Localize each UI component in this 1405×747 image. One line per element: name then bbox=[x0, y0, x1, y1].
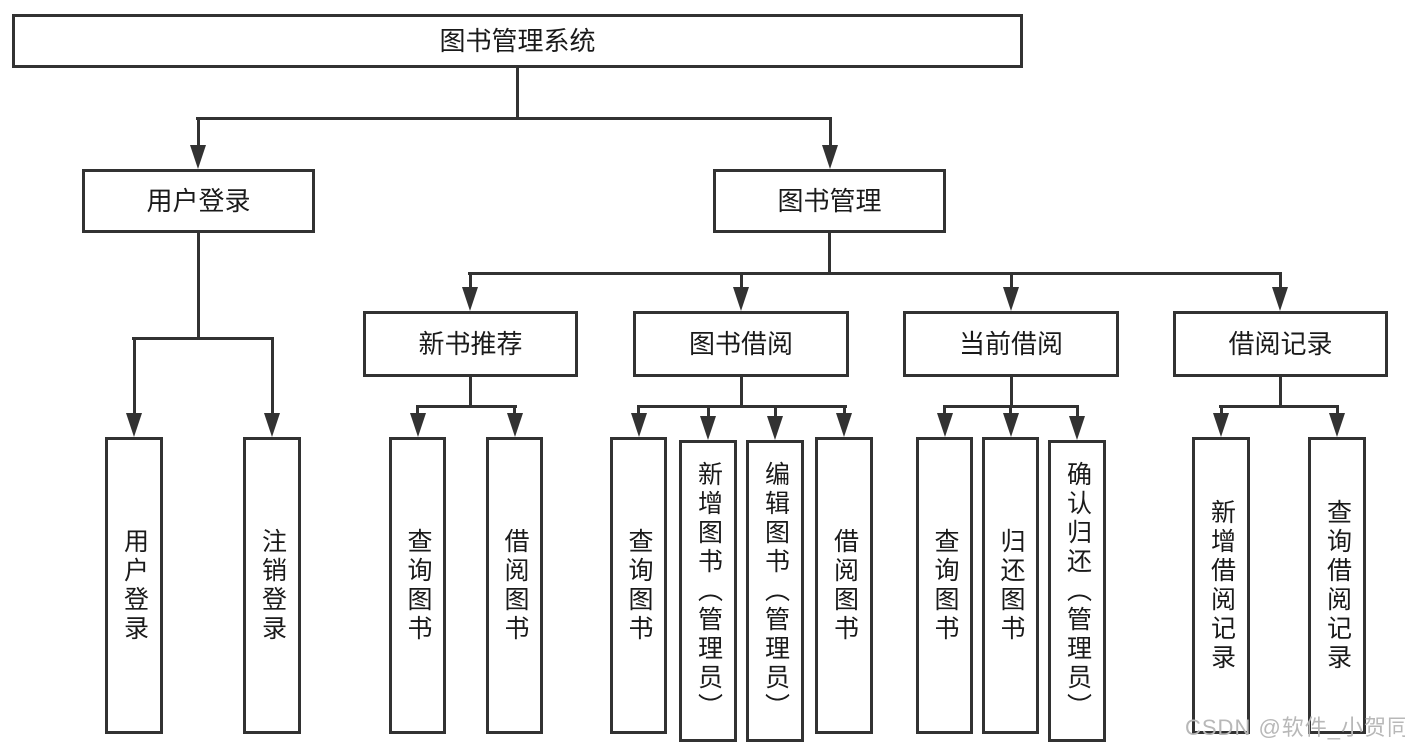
arrowhead-userlogin bbox=[190, 145, 206, 169]
connector-borrow-bar bbox=[637, 405, 847, 408]
connector-current-stem bbox=[1010, 377, 1013, 408]
connector-curconfirm-drop bbox=[1076, 405, 1079, 417]
leaf-newbooks-borrow: 借阅图书 bbox=[486, 437, 543, 734]
connector-recadd-drop bbox=[1220, 405, 1223, 417]
leaf-records-add: 新增借阅记录 bbox=[1192, 437, 1250, 734]
arrowhead-bwadd bbox=[700, 416, 716, 440]
arrowhead-curreturn bbox=[1003, 413, 1019, 437]
connector-newbooks-bar bbox=[416, 405, 517, 408]
connector-login-drop bbox=[133, 337, 136, 417]
csdn-watermark: CSDN @软件_小贺同学 bbox=[1185, 715, 1405, 740]
connector-records-drop bbox=[1279, 272, 1282, 290]
connector-curreturn-drop bbox=[1009, 405, 1012, 417]
arrowhead-newbooks bbox=[462, 287, 478, 311]
connector-newbooks-drop bbox=[469, 272, 472, 290]
node-borrow-records: 借阅记录 bbox=[1173, 311, 1388, 377]
leaf-user-login: 用户登录 bbox=[105, 437, 163, 734]
leaf-current-query: 查询图书 bbox=[916, 437, 973, 734]
node-current-borrow: 当前借阅 bbox=[903, 311, 1119, 377]
connector-bwborrow-drop bbox=[843, 405, 846, 417]
connector-nbborrow-drop bbox=[513, 405, 516, 417]
arrowhead-logout bbox=[264, 413, 280, 437]
connector-newbooks-stem bbox=[469, 377, 472, 408]
arrowhead-bookmgmt bbox=[822, 145, 838, 169]
node-book-management: 图书管理 bbox=[713, 169, 946, 233]
connector-records-stem bbox=[1279, 377, 1282, 408]
leaf-records-query: 查询借阅记录 bbox=[1308, 437, 1366, 734]
arrowhead-curquery bbox=[937, 413, 953, 437]
leaf-current-confirm-admin: 确认归还（管理员） bbox=[1048, 440, 1106, 742]
arrowhead-current bbox=[1003, 287, 1019, 311]
leaf-borrow-edit-admin: 编辑图书（管理员） bbox=[746, 440, 804, 742]
node-new-book-recommend: 新书推荐 bbox=[363, 311, 578, 377]
connector-bookmgmt-bar bbox=[468, 272, 1282, 275]
connector-records-bar bbox=[1219, 405, 1339, 408]
connector-userlogin-stem bbox=[197, 233, 200, 340]
connector-root-stem bbox=[516, 68, 519, 119]
node-user-login: 用户登录 bbox=[82, 169, 315, 233]
connector-userlogin-drop bbox=[197, 117, 200, 148]
connector-bwadd-drop bbox=[707, 405, 710, 417]
arrowhead-curconfirm bbox=[1069, 416, 1085, 440]
connector-borrow-stem bbox=[740, 377, 743, 408]
arrowhead-bwquery bbox=[631, 413, 647, 437]
connector-logout-drop bbox=[271, 337, 274, 417]
connector-current-drop bbox=[1010, 272, 1013, 290]
connector-bookmgmt-stem bbox=[828, 233, 831, 274]
leaf-borrow-query: 查询图书 bbox=[610, 437, 667, 734]
leaf-logout: 注销登录 bbox=[243, 437, 301, 734]
node-root: 图书管理系统 bbox=[12, 14, 1023, 68]
arrowhead-login bbox=[126, 413, 142, 437]
connector-bwedit-drop bbox=[774, 405, 777, 417]
leaf-newbooks-query: 查询图书 bbox=[389, 437, 446, 734]
arrowhead-recquery bbox=[1329, 413, 1345, 437]
connector-bwquery-drop bbox=[637, 405, 640, 417]
leaf-borrow-borrow: 借阅图书 bbox=[815, 437, 873, 734]
leaf-borrow-add-admin: 新增图书（管理员） bbox=[679, 440, 737, 742]
arrowhead-borrow bbox=[733, 287, 749, 311]
arrowhead-recadd bbox=[1213, 413, 1229, 437]
connector-root-bar bbox=[196, 117, 832, 120]
connector-nbquery-drop bbox=[416, 405, 419, 417]
connector-borrow-drop bbox=[740, 272, 743, 290]
connector-recquery-drop bbox=[1336, 405, 1339, 417]
connector-bookmgmt-drop bbox=[829, 117, 832, 148]
arrowhead-nbborrow bbox=[507, 413, 523, 437]
connector-userlogin-bar bbox=[132, 337, 274, 340]
arrowhead-bwborrow bbox=[836, 413, 852, 437]
leaf-current-return: 归还图书 bbox=[982, 437, 1039, 734]
arrowhead-bwedit bbox=[767, 416, 783, 440]
arrowhead-records bbox=[1272, 287, 1288, 311]
node-book-borrow: 图书借阅 bbox=[633, 311, 849, 377]
arrowhead-nbquery bbox=[410, 413, 426, 437]
connector-curquery-drop bbox=[943, 405, 946, 417]
